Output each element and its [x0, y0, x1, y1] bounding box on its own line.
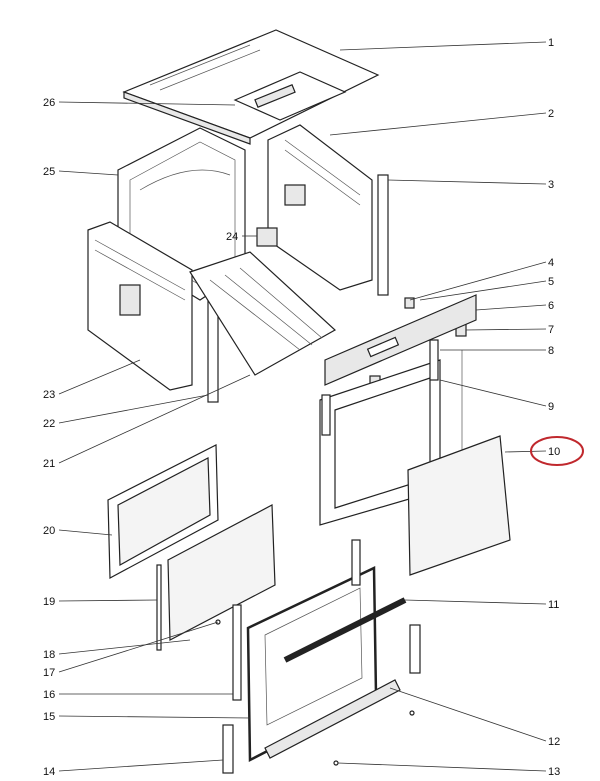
leader-line-6 [475, 304, 547, 311]
leader-line-26 [58, 101, 236, 106]
part-inner-glass [407, 435, 511, 576]
part-label-3: 3 [548, 179, 554, 191]
part-label-20: 20 [43, 525, 55, 537]
leader-line-5 [419, 280, 547, 301]
part-label-24: 24 [226, 231, 238, 243]
part-label-8: 8 [548, 345, 554, 357]
part-label-23: 23 [43, 389, 55, 401]
leader-line-13 [337, 762, 547, 772]
part-label-17: 17 [43, 667, 55, 679]
leader-line-25 [58, 170, 119, 176]
leader-line-14 [58, 759, 224, 772]
part-middle-door-glass [167, 504, 276, 641]
part-label-12: 12 [548, 736, 560, 748]
part-label-18: 18 [43, 649, 55, 661]
part-label-2: 2 [548, 108, 554, 120]
part-label-4: 4 [548, 257, 554, 269]
leader-line-1 [339, 41, 547, 51]
part-label-19: 19 [43, 596, 55, 608]
part-label-7: 7 [548, 324, 554, 336]
part-bottom-panel [189, 251, 337, 376]
part-inner-door-glass [107, 444, 219, 579]
part-top-panel [122, 29, 380, 145]
leader-line-9 [439, 379, 547, 407]
leader-line-4 [409, 261, 547, 301]
part-label-13: 13 [548, 766, 560, 778]
part-screw-13 [333, 760, 339, 766]
part-control-panel [324, 294, 477, 387]
part-label-9: 9 [548, 401, 554, 413]
part-label-15: 15 [43, 711, 55, 723]
part-connector-block [256, 227, 278, 247]
leader-line-18 [58, 639, 191, 655]
part-right-rail [377, 174, 389, 296]
leader-line-19 [58, 599, 158, 602]
part-label-11: 11 [548, 599, 559, 611]
part-label-5: 5 [548, 276, 554, 288]
leader-line-11 [404, 599, 547, 605]
leader-line-7 [465, 328, 547, 331]
leader-line-23 [58, 359, 141, 395]
leader-line-2 [329, 112, 547, 136]
part-hinge-left [222, 724, 234, 774]
highlight-circle [530, 436, 584, 466]
part-screw [409, 710, 415, 716]
part-label-14: 14 [43, 766, 55, 778]
part-label-22: 22 [43, 418, 55, 430]
leader-line-20 [58, 529, 113, 536]
part-label-25: 25 [43, 166, 55, 178]
part-label-26: 26 [43, 97, 55, 109]
part-door-bottom-trim [264, 679, 401, 759]
part-door-strip [156, 564, 162, 651]
leader-line-12 [389, 687, 547, 742]
part-knob-4 [404, 297, 415, 309]
part-door-seal [232, 604, 242, 701]
part-label-6: 6 [548, 300, 554, 312]
leader-line-10 [504, 450, 547, 453]
leader-line-17 [58, 621, 219, 673]
part-label-21: 21 [43, 458, 55, 470]
leader-line-3 [387, 179, 547, 185]
part-right-side-panel [267, 124, 373, 291]
part-label-10: 10 [548, 446, 560, 458]
part-label-16: 16 [43, 689, 55, 701]
part-label-1: 1 [548, 37, 554, 49]
leader-line-22 [58, 394, 209, 424]
leader-line-21 [58, 374, 251, 464]
leader-line-15 [58, 715, 251, 719]
part-left-side-panel [87, 221, 193, 391]
part-hinge-right [409, 624, 421, 674]
